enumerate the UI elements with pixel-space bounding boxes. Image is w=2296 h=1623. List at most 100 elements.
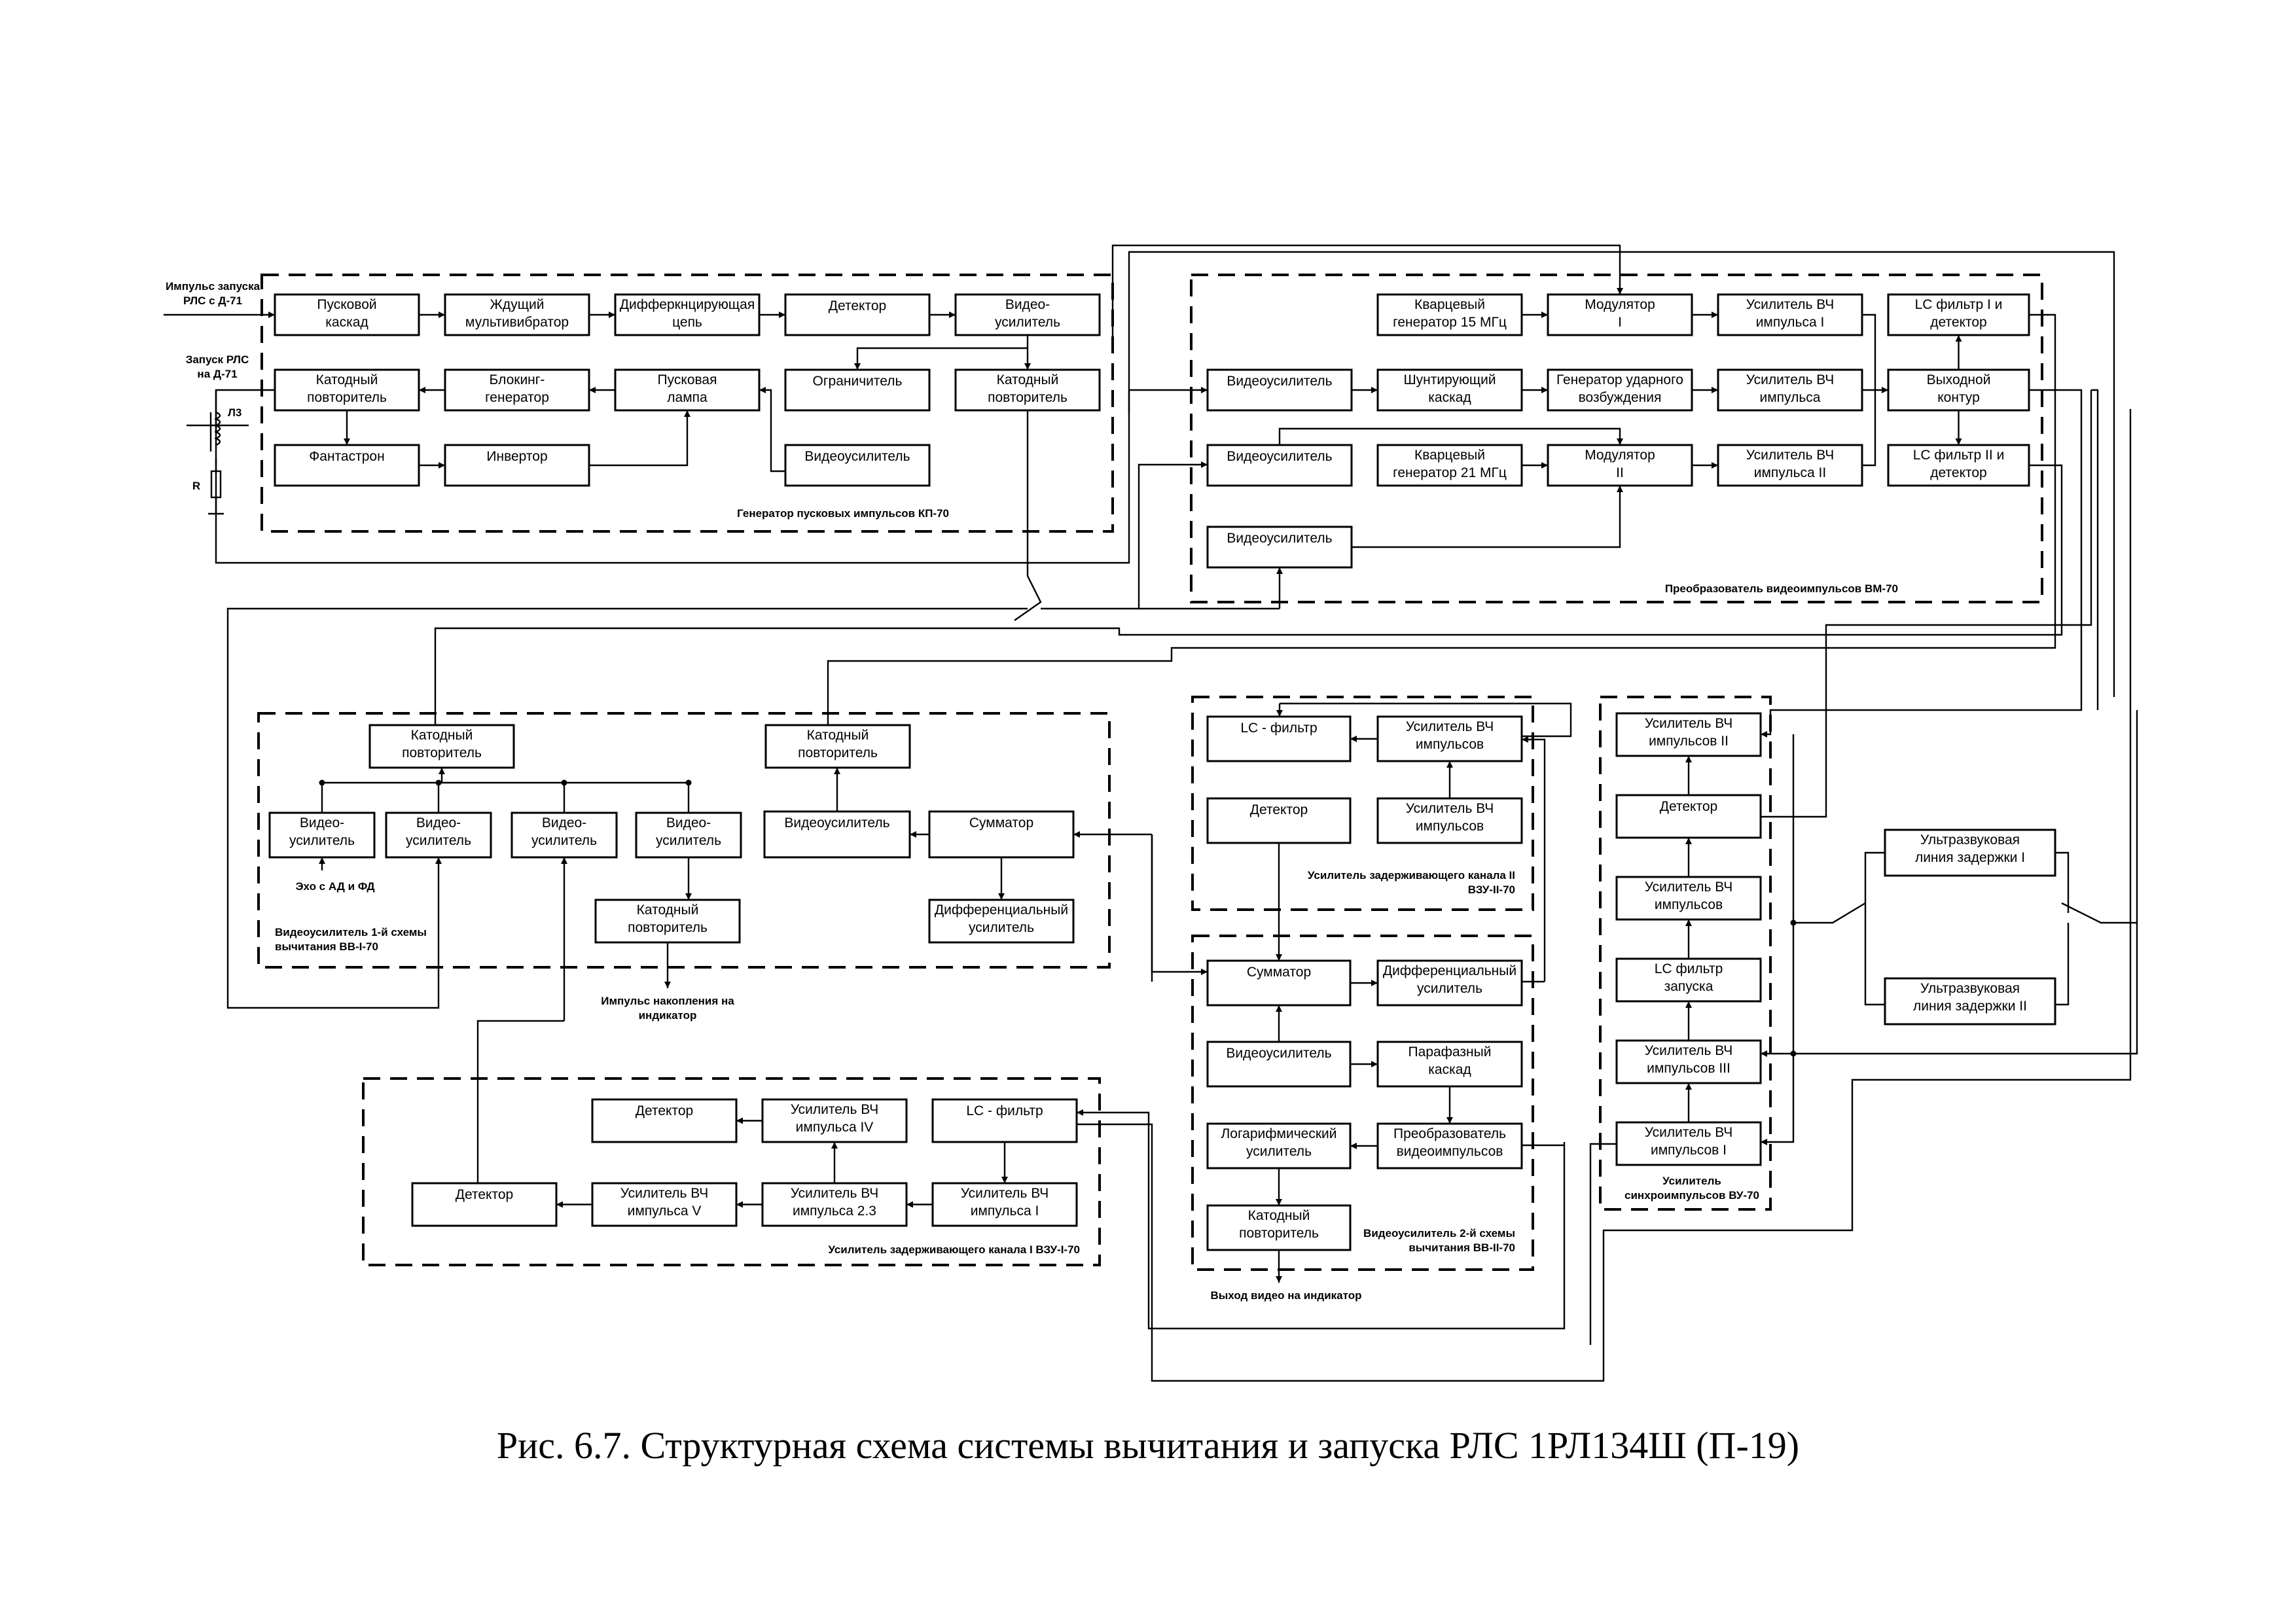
connector-line	[2061, 902, 2137, 924]
block-label: каскад	[325, 315, 368, 330]
block-label: Катодный	[997, 372, 1059, 387]
block-vm-vu3: Видеоусилитель	[1206, 526, 1353, 569]
block-label: II	[1616, 465, 1624, 480]
block-label: Усилитель ВЧ	[791, 1186, 879, 1201]
block-label: мультивибратор	[465, 315, 569, 330]
inductor-l3	[213, 411, 221, 446]
block-label: возбуждения	[1579, 390, 1662, 405]
block-label: повторитель	[1239, 1226, 1319, 1241]
block-vv1-sum: Сумматор	[928, 810, 1075, 859]
group-label-vv2: Видеоусилитель 2-й схемы	[1363, 1227, 1515, 1240]
block-kp-vu: Видео-усилитель	[954, 293, 1101, 336]
connector-line	[215, 251, 2115, 697]
connector-line	[1793, 902, 1866, 924]
block-label: импульса V	[628, 1204, 702, 1219]
junction-dot	[685, 779, 692, 786]
connector-line	[1041, 461, 1208, 610]
junction-dot	[319, 779, 325, 786]
note-l3: Л3	[228, 406, 242, 419]
block-label: усилитель	[995, 315, 1060, 330]
block-label: Блокинг-	[490, 372, 545, 387]
connector-line	[412, 1020, 564, 1205]
note-trigger-out: на Д-71	[197, 368, 237, 380]
block-label: Генератор ударного	[1556, 372, 1683, 387]
group-label-vu70: Усилитель	[1662, 1175, 1721, 1187]
block-label: Модулятор	[1585, 297, 1655, 312]
block-label: лампа	[667, 390, 708, 405]
block-label: импульсов	[1655, 897, 1723, 912]
block-label: Видео-	[416, 815, 461, 830]
block-label: генератор	[485, 390, 549, 405]
block-label: Дифференциальный	[1383, 963, 1516, 978]
block-label: Видеоусилитель	[1227, 531, 1332, 546]
group-label-vzu2: Усилитель задерживающего канала II	[1308, 869, 1515, 882]
block-label: импульса	[1760, 390, 1821, 405]
block-label: повторитель	[402, 745, 482, 760]
block-label: Катодный	[411, 728, 473, 743]
group-label-vv2: вычитания ВВ-II-70	[1408, 1241, 1515, 1254]
connector-line	[1151, 834, 1208, 975]
block-label: импульса I	[1756, 315, 1825, 330]
block-label: импульса II	[1754, 465, 1826, 480]
block-label: Катодный	[316, 372, 378, 387]
block-label: линия задержки II	[1913, 999, 2027, 1014]
group-label-vzu1: Усилитель задерживающего канала I ВЗУ-I-…	[828, 1243, 1080, 1256]
connector-line	[1761, 389, 2083, 738]
group-label-kp70: Генератор пусковых импульсов КП-70	[737, 507, 949, 520]
note-video-out: Выход видео на индикатор	[1211, 1289, 1362, 1302]
block-label: LC - фильтр	[1240, 721, 1317, 736]
group-kp70: Генератор пусковых импульсов КП-70	[260, 274, 1114, 533]
connector-line	[1278, 427, 1623, 445]
connector-line	[1352, 486, 1623, 548]
block-vv1-c: Видео-усилитель	[511, 812, 618, 859]
connector-line	[226, 607, 1028, 1009]
note-trigger-in: Импульс запуска	[166, 280, 260, 293]
block-label: LC фильтр II и	[1913, 448, 2005, 463]
block-label: Детектор	[636, 1103, 693, 1118]
block-label: I	[1618, 315, 1622, 330]
block-label: Усилитель ВЧ	[1746, 372, 1835, 387]
block-vu-det: Детектор	[1615, 794, 1762, 839]
block-label: Логарифмический	[1221, 1126, 1337, 1141]
block-label: усилитель	[969, 920, 1034, 935]
block-label: Видеоусилитель	[1227, 449, 1332, 464]
block-vm-vu2: Видеоусилитель	[1206, 444, 1353, 487]
note-echo: Эхо с АД и ФД	[295, 880, 374, 893]
block-vv2-vu: Видеоусилитель	[1206, 1041, 1352, 1088]
block-label: импульса I	[971, 1204, 1039, 1219]
block-vv2-kp: Катодный повторитель	[1206, 1204, 1352, 1251]
block-label: усилитель	[1246, 1144, 1312, 1159]
block-vm-gen: Генератор ударного возбуждения	[1547, 368, 1693, 412]
connector-line	[1077, 409, 2132, 1382]
block-vv2-sum: Сумматор	[1206, 959, 1352, 1007]
block-label: Видеоусилитель	[804, 449, 910, 464]
group-label-vm70: Преобразователь видеоимпульсов ВМ-70	[1665, 582, 1898, 595]
block-label: цепь	[672, 315, 702, 330]
block-label: каскад	[1428, 390, 1471, 405]
block-label: каскад	[1428, 1062, 1471, 1077]
connector-line	[1862, 313, 1876, 390]
connector-line	[854, 347, 1028, 370]
block-kp-block: Блокинг-генератор	[444, 368, 590, 412]
block-label: Фантастрон	[309, 449, 384, 464]
note-trigger-out: Запуск РЛС	[186, 353, 249, 366]
block-label: Катодный	[1248, 1208, 1310, 1223]
block-label: контур	[1937, 390, 1980, 405]
block-label: генератор 21 МГц	[1393, 465, 1507, 480]
block-label: Катодный	[807, 728, 869, 743]
block-label: Дифферкнцирующая	[620, 297, 755, 312]
group-label-vu70: синхроимпульсов ВУ-70	[1624, 1189, 1759, 1202]
connector-line	[1589, 1143, 1617, 1345]
